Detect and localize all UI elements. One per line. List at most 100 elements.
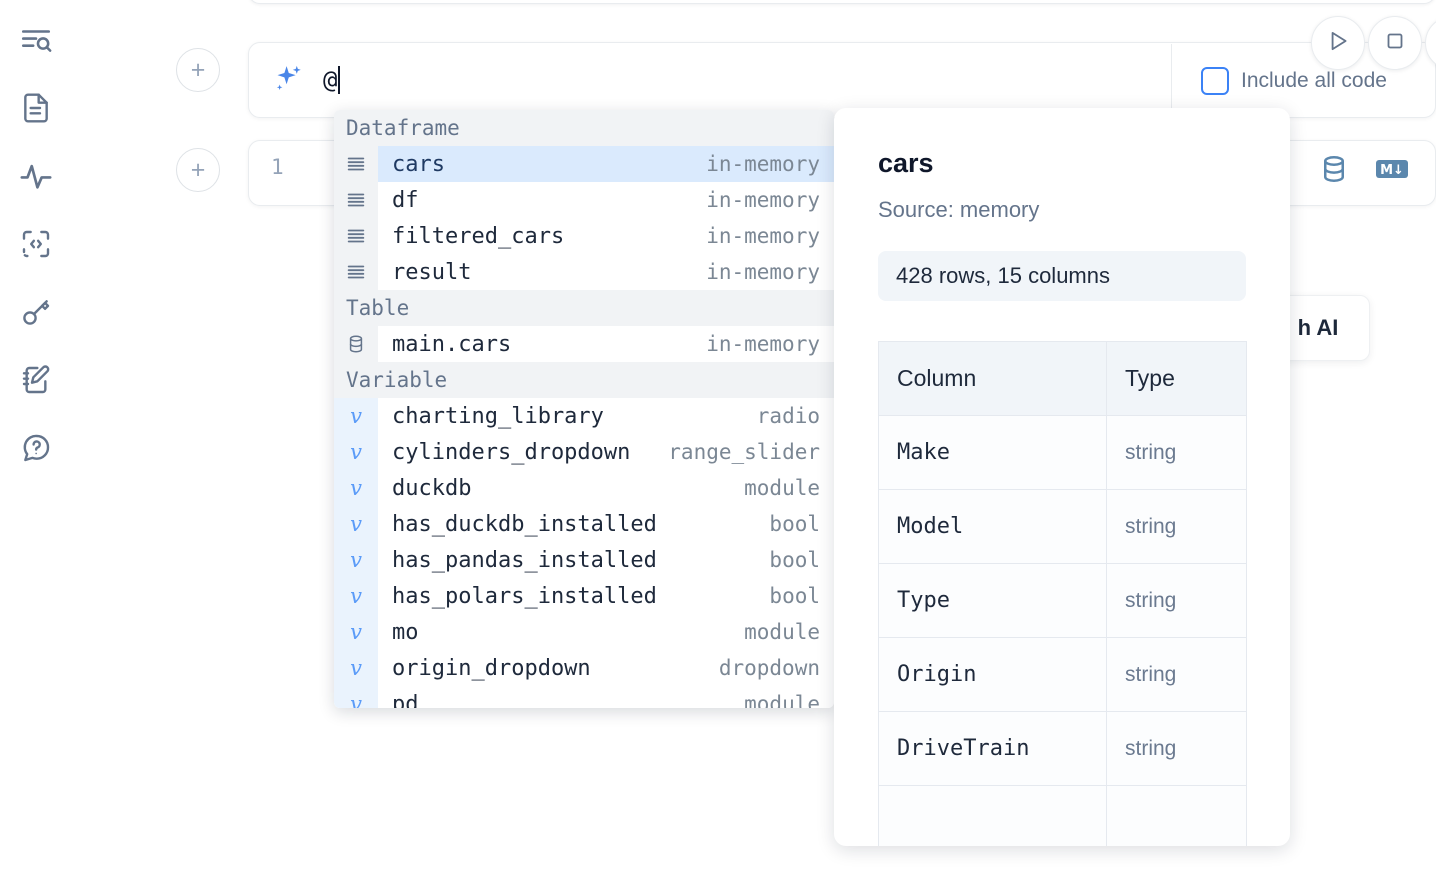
autocomplete-option-name: duckdb [392, 475, 472, 501]
sidebar-item-help[interactable] [12, 424, 60, 472]
schema-row [878, 785, 1247, 846]
schema-column-name: Make [878, 415, 1107, 490]
autocomplete-option-name: has_pandas_installed [392, 547, 657, 573]
dataframe-rows-icon [334, 146, 378, 182]
schema-column-name: Model [878, 489, 1107, 564]
run-button[interactable] [1311, 16, 1365, 70]
sidebar-item-snippets[interactable] [12, 220, 60, 268]
schema-column-header: Column [878, 341, 1107, 416]
ai-prompt-input[interactable]: @ [305, 43, 1435, 117]
autocomplete-option-type: in-memory [706, 188, 820, 212]
outline-search-icon [19, 23, 53, 57]
variable-icon: v [334, 614, 378, 650]
sidebar-item-secrets[interactable] [12, 288, 60, 336]
stop-square-icon [1383, 29, 1407, 58]
autocomplete-option[interactable]: result in-memory [334, 254, 834, 290]
sidebar-item-activity[interactable] [12, 152, 60, 200]
add-cell-button-top[interactable]: + [176, 48, 220, 92]
schema-column-type: string [1106, 563, 1247, 638]
code-brackets-icon [20, 228, 52, 260]
dataframe-info-panel: cars Source: memory 428 rows, 15 columns… [834, 108, 1290, 846]
scratchpad-edit-icon [20, 364, 52, 396]
variable-icon: v [334, 650, 378, 686]
add-cell-button-bottom[interactable]: + [176, 148, 220, 192]
code-line-number: 1 [271, 155, 284, 179]
dataframe-rows-icon [334, 218, 378, 254]
info-panel-source: Source: memory [878, 197, 1040, 222]
autocomplete-option-name: mo [392, 619, 419, 645]
schema-column-name: Type [878, 563, 1107, 638]
variable-icon: v [334, 578, 378, 614]
schema-column-name: Origin [878, 637, 1107, 712]
include-all-code-option[interactable]: Include all code [1201, 43, 1387, 119]
autocomplete-option[interactable]: v cylinders_dropdown range_slider [334, 434, 834, 470]
cell-divider [1171, 44, 1172, 118]
autocomplete-option-name: has_duckdb_installed [392, 511, 657, 537]
markdown-icon[interactable]: M↓ [1375, 157, 1409, 186]
autocomplete-option[interactable]: cars in-memory [334, 146, 834, 182]
database-icon [334, 326, 378, 362]
autocomplete-option-type: in-memory [706, 260, 820, 284]
document-icon [20, 92, 52, 124]
autocomplete-option-type: dropdown [718, 656, 820, 680]
cell-above-partial[interactable] [248, 0, 1436, 4]
autocomplete-option-type: bool [769, 584, 820, 608]
autocomplete-option-type: in-memory [706, 152, 820, 176]
autocomplete-option-name: main.cars [392, 331, 512, 357]
with-ai-label: h AI [1297, 315, 1339, 340]
schema-column-type: string [1106, 637, 1247, 712]
autocomplete-option-type: in-memory [706, 224, 820, 248]
variable-icon: v [334, 506, 378, 542]
autocomplete-option-name: cars [392, 151, 445, 177]
autocomplete-group-header: Table [334, 290, 834, 326]
autocomplete-option-type: range_slider [668, 440, 820, 464]
info-panel-title: cars [878, 148, 934, 178]
dataframe-rows-icon [334, 254, 378, 290]
sidebar-item-scratchpad[interactable] [12, 356, 60, 404]
sidebar-item-outline[interactable] [12, 16, 60, 64]
autocomplete-option-type: module [744, 620, 820, 644]
autocomplete-option-name: result [392, 259, 472, 285]
stop-button[interactable] [1368, 16, 1422, 70]
variable-icon: v [334, 434, 378, 470]
schema-column-name: DriveTrain [878, 711, 1107, 786]
autocomplete-option-name: charting_library [392, 403, 604, 429]
ai-prompt-value: @ [323, 66, 338, 94]
sidebar-item-notebook[interactable] [12, 84, 60, 132]
autocomplete-option-name: origin_dropdown [392, 655, 591, 681]
autocomplete-option-type: bool [769, 548, 820, 572]
schema-column-name [878, 785, 1107, 846]
plus-icon: + [190, 55, 206, 84]
autocomplete-option[interactable]: v has_duckdb_installed bool [334, 506, 834, 542]
sparkles-icon [271, 63, 305, 97]
include-all-code-checkbox[interactable] [1201, 67, 1229, 95]
autocomplete-option-type: bool [769, 512, 820, 536]
autocomplete-option-type: in-memory [706, 332, 820, 356]
schema-column-type: string [1106, 711, 1247, 786]
autocomplete-option-name: cylinders_dropdown [392, 439, 631, 465]
ai-prompt-cell[interactable]: @ Include all code [248, 42, 1436, 118]
variable-icon: v [334, 686, 378, 708]
autocomplete-option[interactable]: df in-memory [334, 182, 834, 218]
database-icon[interactable] [1319, 154, 1349, 189]
schema-column-type [1106, 785, 1247, 846]
autocomplete-option[interactable]: v origin_dropdown dropdown [334, 650, 834, 686]
dataframe-rows-icon [334, 182, 378, 218]
autocomplete-option[interactable]: main.cars in-memory [334, 326, 834, 362]
autocomplete-option-name: df [392, 187, 419, 213]
variable-icon: v [334, 398, 378, 434]
autocomplete-group-header: Variable [334, 362, 834, 398]
info-panel-shape-badge: 428 rows, 15 columns [878, 251, 1246, 301]
autocomplete-option-name: pd [392, 691, 419, 709]
